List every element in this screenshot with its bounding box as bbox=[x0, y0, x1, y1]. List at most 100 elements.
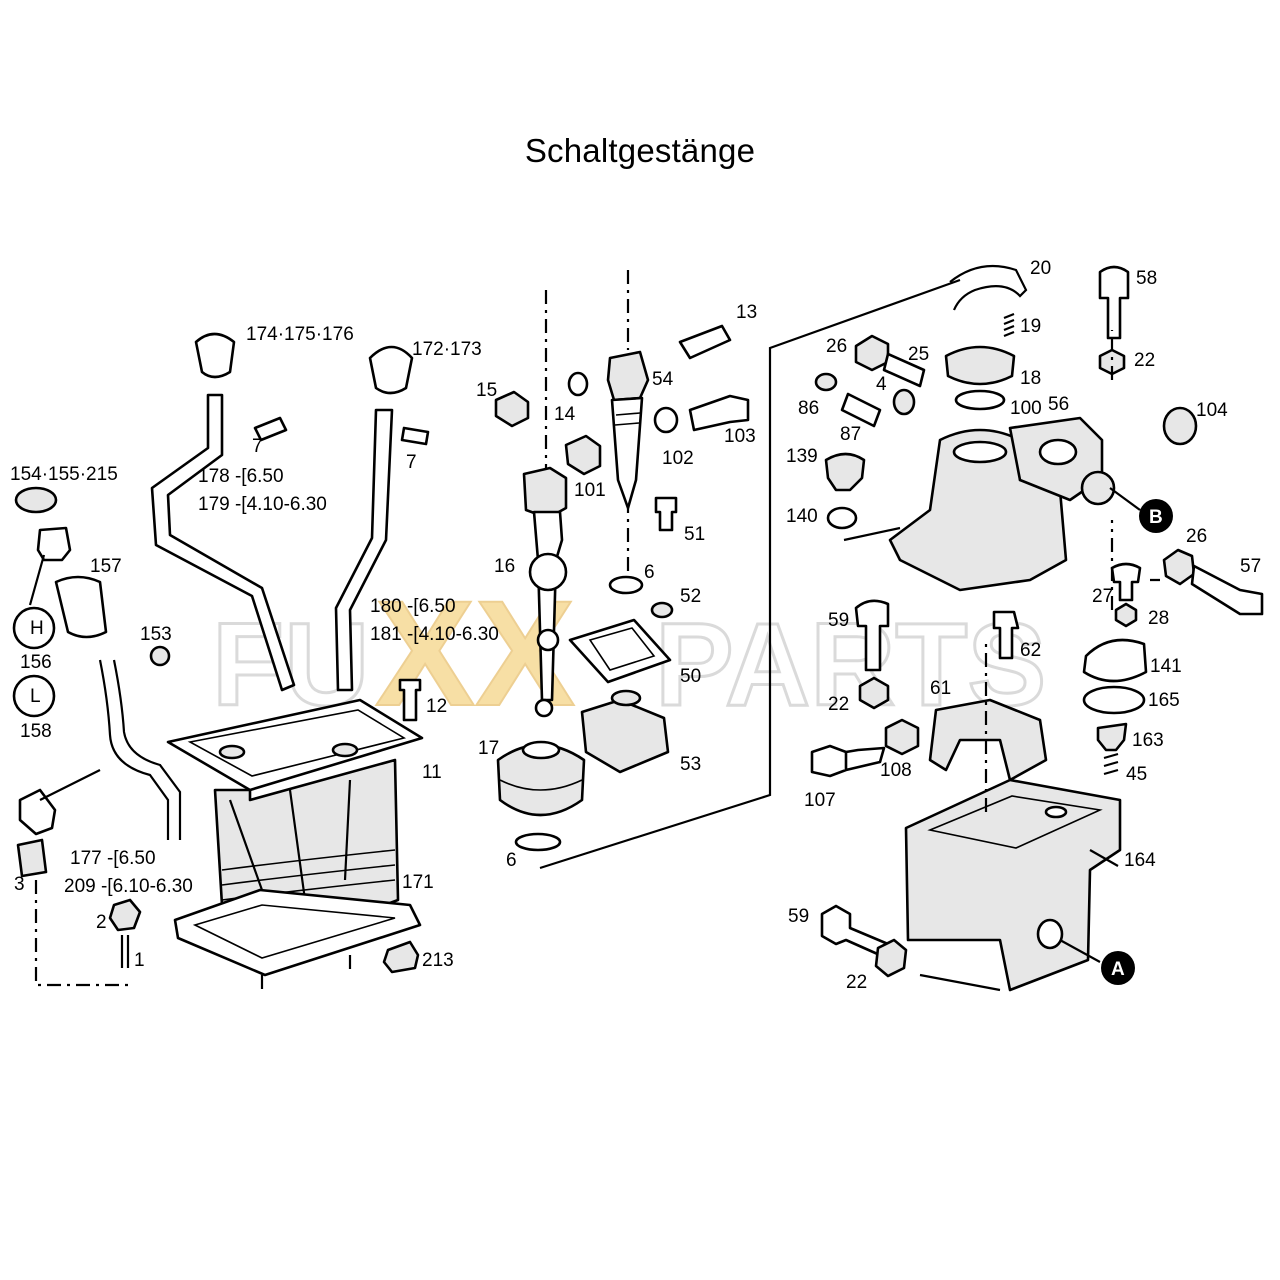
screw-62-icon bbox=[992, 610, 1020, 660]
callout-213: 213 bbox=[422, 950, 454, 971]
spring-45-icon bbox=[1103, 752, 1119, 776]
callout-12: 12 bbox=[426, 696, 447, 717]
callout-22-mid: 22 bbox=[828, 694, 849, 715]
ring-6-upper-icon bbox=[608, 575, 644, 595]
plug-163-icon bbox=[1096, 722, 1128, 752]
callout-140: 140 bbox=[786, 506, 818, 527]
callout-139: 139 bbox=[786, 446, 818, 467]
callout-51: 51 bbox=[684, 524, 705, 545]
callout-53: 53 bbox=[680, 754, 701, 775]
gearbox-group bbox=[810, 264, 1264, 992]
plug-139-icon bbox=[824, 452, 866, 492]
cable-177-icon bbox=[98, 659, 170, 840]
callout-154-155-215: 154·155·215 bbox=[10, 464, 118, 485]
pin-87-icon bbox=[840, 392, 882, 428]
callout-A: A bbox=[1111, 959, 1125, 980]
switch-symbol-156-icon bbox=[12, 606, 56, 650]
callout-13: 13 bbox=[736, 302, 757, 323]
port-A-icon bbox=[1036, 918, 1064, 950]
callout-26-top: 26 bbox=[826, 336, 847, 357]
callout-158: 158 bbox=[20, 721, 52, 742]
nut-26-top-icon bbox=[854, 334, 890, 372]
callout-6-lower: 6 bbox=[506, 850, 517, 871]
switch-group: H L bbox=[12, 486, 182, 987]
pin-13-icon bbox=[678, 324, 732, 360]
callout-27: 27 bbox=[1092, 586, 1113, 607]
bolt-57-icon bbox=[1190, 564, 1264, 616]
callout-171: 171 bbox=[402, 872, 434, 893]
gear-lever-178-icon bbox=[150, 393, 296, 692]
callout-57: 57 bbox=[1240, 556, 1261, 577]
knob-157-icon bbox=[54, 575, 108, 639]
callout-101: 101 bbox=[574, 480, 606, 501]
callout-54: 54 bbox=[652, 369, 674, 390]
callout-25: 25 bbox=[908, 344, 929, 365]
callout-141: 141 bbox=[1150, 656, 1182, 677]
switch-symbol-158-icon bbox=[12, 674, 56, 718]
callout-20: 20 bbox=[1030, 258, 1051, 279]
screw-103-icon bbox=[688, 394, 750, 432]
ring-18-icon bbox=[944, 345, 1016, 386]
terminal-1-icon bbox=[120, 935, 130, 968]
clamp-16-icon bbox=[522, 466, 568, 520]
page-title: Schaltgestänge bbox=[524, 132, 756, 169]
plate-hole-icon bbox=[218, 744, 246, 760]
callout-6-upper: 6 bbox=[644, 562, 655, 583]
callout-61: 61 bbox=[930, 678, 951, 699]
callout-7-left: 7 bbox=[252, 436, 263, 457]
callout-178: 178 -[6.50 bbox=[198, 466, 284, 487]
washer-22-lower-icon bbox=[874, 938, 908, 978]
callout-86: 86 bbox=[798, 398, 819, 419]
callout-209: 209 -[6.10-6.30 bbox=[64, 876, 193, 897]
callout-104: 104 bbox=[1196, 400, 1228, 421]
knob-172-icon bbox=[368, 345, 414, 395]
circlip-20-icon bbox=[949, 264, 1028, 311]
knob-174-icon bbox=[194, 332, 236, 379]
callout-26-side: 26 bbox=[1186, 526, 1207, 547]
bearing-104-icon bbox=[1162, 406, 1198, 446]
part-86-icon bbox=[814, 372, 838, 392]
screw-58-icon bbox=[1098, 265, 1130, 340]
callout-11: 11 bbox=[422, 762, 442, 783]
callout-B: B bbox=[1149, 507, 1163, 528]
ring-6-lower-icon bbox=[514, 832, 562, 852]
callout-174-175-176: 174·175·176 bbox=[246, 324, 354, 345]
rod-upper-icon bbox=[610, 396, 644, 510]
switch-body-icon bbox=[36, 526, 72, 562]
linkage-group bbox=[494, 270, 961, 870]
callout-7-right: 7 bbox=[406, 452, 417, 473]
callout-circle-B bbox=[1139, 499, 1173, 533]
screw-12-icon bbox=[398, 678, 422, 722]
callout-100: 100 bbox=[1010, 398, 1042, 419]
callout-62: 62 bbox=[1020, 640, 1041, 661]
screw-51-icon bbox=[654, 496, 678, 532]
callout-2: 2 bbox=[96, 912, 107, 933]
callout-1: 1 bbox=[134, 950, 145, 971]
callout-59-upper: 59 bbox=[828, 610, 849, 631]
bolt-59-upper-icon bbox=[854, 599, 890, 672]
clamp-54-icon bbox=[606, 350, 650, 402]
cover-141-icon bbox=[1082, 638, 1148, 683]
callout-181: 181 -[4.10-6.30 bbox=[370, 624, 499, 645]
callout-16: 16 bbox=[494, 556, 515, 577]
callout-56: 56 bbox=[1048, 394, 1069, 415]
callout-19: 19 bbox=[1020, 316, 1041, 337]
cap-154-icon bbox=[14, 486, 58, 514]
callout-102: 102 bbox=[662, 448, 694, 469]
part-4-icon bbox=[892, 388, 916, 416]
base-plate-icon bbox=[173, 888, 422, 977]
connector-3-icon bbox=[16, 838, 48, 878]
callout-164: 164 bbox=[1124, 850, 1156, 871]
nut-101-icon bbox=[564, 434, 602, 476]
nut-213-icon bbox=[382, 940, 420, 974]
pin-7-right-icon bbox=[400, 426, 430, 446]
callout-163: 163 bbox=[1132, 730, 1164, 751]
switch-symbol-low: L bbox=[30, 686, 41, 707]
callout-17: 17 bbox=[478, 738, 499, 759]
callout-4: 4 bbox=[876, 374, 887, 395]
callout-22-top: 22 bbox=[1134, 350, 1155, 371]
spring-19-icon bbox=[1003, 312, 1015, 338]
nut-26-side-icon bbox=[1162, 548, 1196, 586]
callout-87: 87 bbox=[840, 424, 861, 445]
watermark-right: PARTS bbox=[655, 599, 1046, 731]
